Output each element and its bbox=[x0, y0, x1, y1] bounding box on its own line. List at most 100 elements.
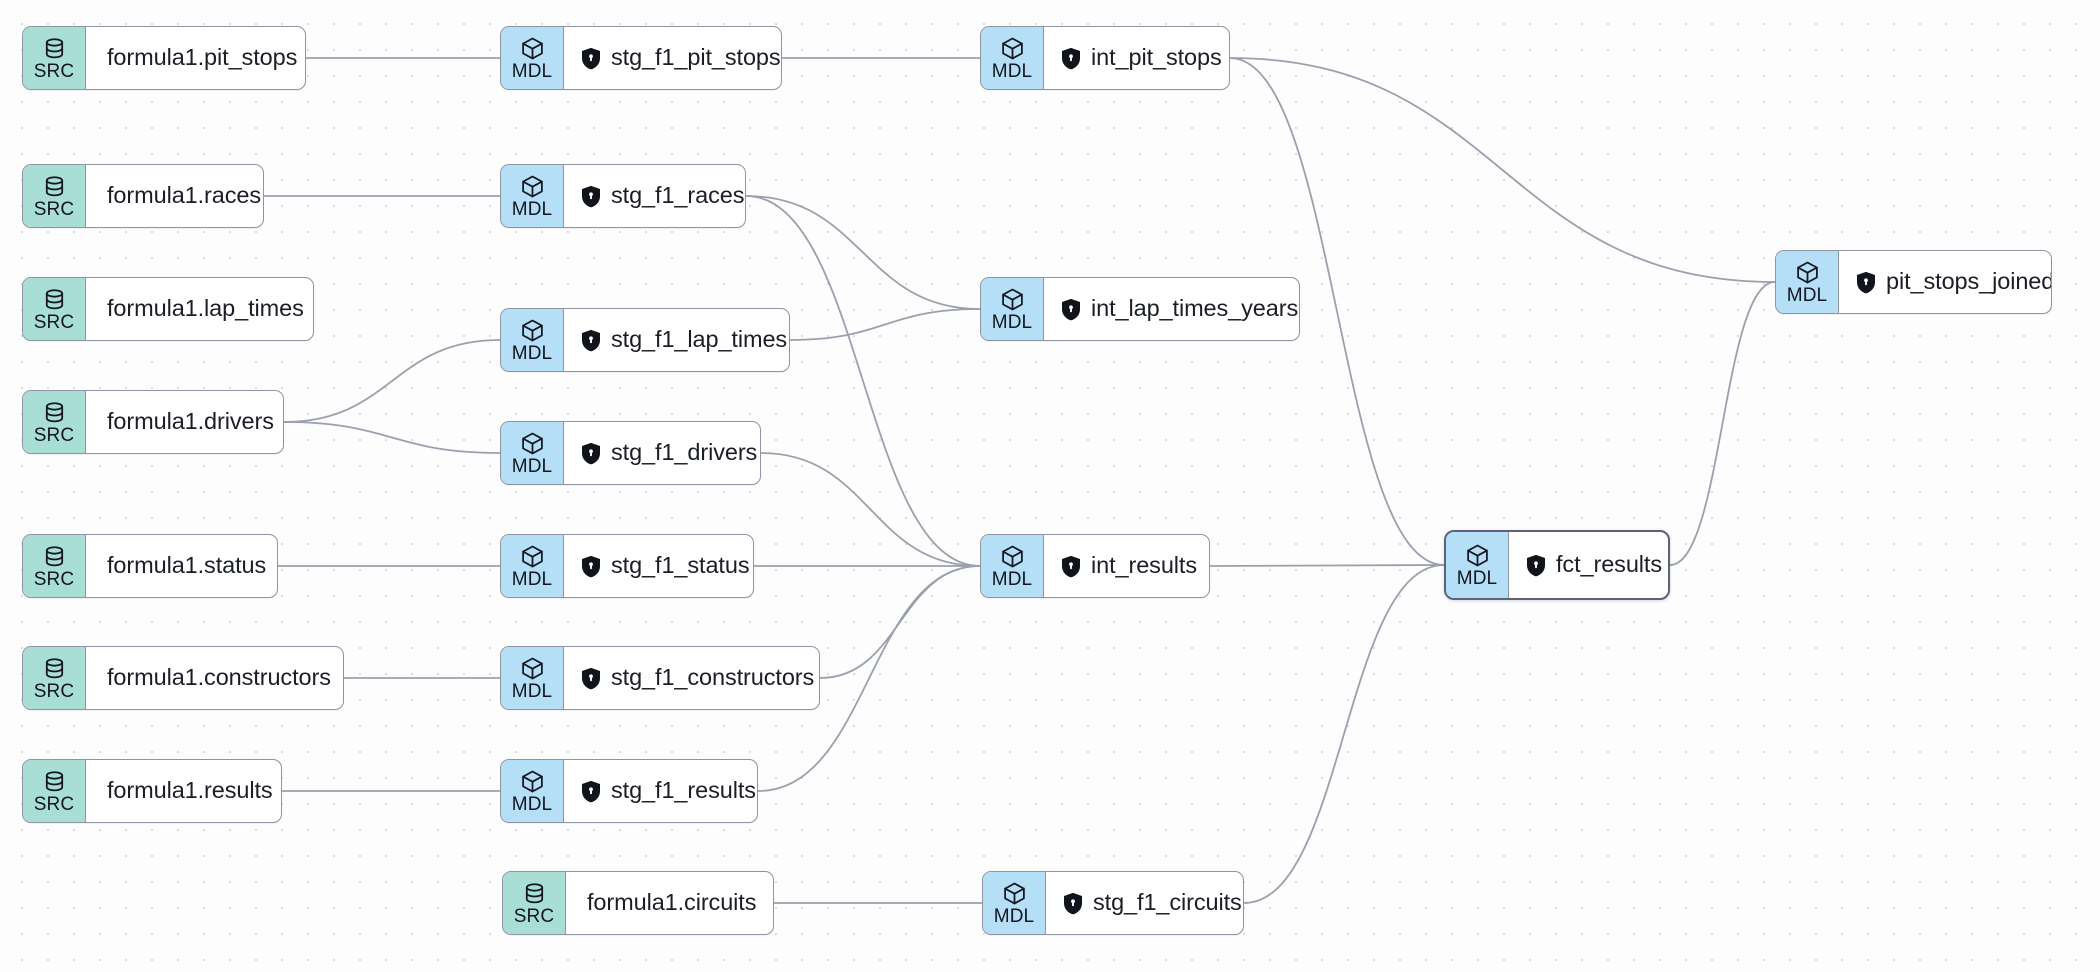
node-type-badge-mdl: MDL bbox=[501, 647, 564, 709]
cube-icon bbox=[520, 36, 545, 61]
shield-icon bbox=[581, 329, 601, 352]
node-body: stg_f1_constructors bbox=[564, 647, 819, 709]
shield-icon bbox=[1526, 554, 1546, 577]
shield-icon bbox=[581, 555, 601, 578]
edge-fct_results-to-pit_stops_joined bbox=[1669, 281, 1776, 566]
node-type-badge-mdl: MDL bbox=[1446, 532, 1509, 598]
node-body: formula1.status bbox=[86, 535, 277, 597]
node-type-badge-mdl: MDL bbox=[1776, 251, 1839, 313]
node-label-src_races: formula1.races bbox=[107, 182, 262, 209]
database-icon bbox=[42, 287, 67, 312]
shield-icon bbox=[581, 442, 601, 465]
lineage-node-stg_drivers[interactable]: MDL stg_f1_drivers bbox=[500, 421, 761, 485]
edge-src_drivers-to-stg_drivers bbox=[283, 421, 501, 454]
node-body: formula1.lap_times bbox=[86, 278, 313, 340]
node-type-badge-mdl: MDL bbox=[501, 535, 564, 597]
lineage-node-src_lap_times[interactable]: SRC formula1.lap_times bbox=[22, 277, 314, 341]
node-label-src_circuits: formula1.circuits bbox=[587, 889, 757, 916]
node-body: formula1.constructors bbox=[86, 647, 343, 709]
database-icon bbox=[42, 36, 67, 61]
lineage-node-stg_lap_times[interactable]: MDL stg_f1_lap_times bbox=[500, 308, 790, 372]
node-label-stg_drivers: stg_f1_drivers bbox=[611, 439, 758, 466]
node-body: stg_f1_drivers bbox=[564, 422, 760, 484]
cube-icon bbox=[520, 318, 545, 343]
lineage-node-src_drivers[interactable]: SRC formula1.drivers bbox=[22, 390, 284, 454]
lineage-node-int_pit_stops[interactable]: MDL int_pit_stops bbox=[980, 26, 1230, 90]
node-label-int_lap_times_years: int_lap_times_years bbox=[1091, 295, 1299, 322]
node-label-stg_circuits: stg_f1_circuits bbox=[1093, 889, 1242, 916]
node-body: formula1.drivers bbox=[86, 391, 283, 453]
node-type-badge-mdl: MDL bbox=[501, 309, 564, 371]
badge-label: MDL bbox=[1456, 568, 1498, 589]
lineage-node-fct_results[interactable]: MDL fct_results bbox=[1444, 530, 1670, 600]
shield-icon bbox=[581, 780, 601, 803]
edge-stg_lap_times-to-int_lap_times_years bbox=[789, 308, 981, 341]
badge-label: MDL bbox=[991, 61, 1033, 82]
node-body: stg_f1_races bbox=[564, 165, 745, 227]
lineage-node-src_constructors[interactable]: SRC formula1.constructors bbox=[22, 646, 344, 710]
badge-label: MDL bbox=[993, 906, 1035, 927]
database-icon bbox=[42, 400, 67, 425]
cube-icon bbox=[520, 431, 545, 456]
edge-int_results-to-fct_results bbox=[1209, 564, 1445, 567]
lineage-node-stg_races[interactable]: MDL stg_f1_races bbox=[500, 164, 746, 228]
node-type-badge-mdl: MDL bbox=[501, 27, 564, 89]
node-body: formula1.results bbox=[86, 760, 281, 822]
node-label-src_pit_stops: formula1.pit_stops bbox=[107, 44, 298, 71]
lineage-node-src_races[interactable]: SRC formula1.races bbox=[22, 164, 264, 228]
badge-label: MDL bbox=[991, 569, 1033, 590]
cube-icon bbox=[1465, 543, 1490, 568]
node-type-badge-mdl: MDL bbox=[983, 872, 1046, 934]
lineage-node-src_pit_stops[interactable]: SRC formula1.pit_stops bbox=[22, 26, 306, 90]
cube-icon bbox=[1795, 260, 1820, 285]
node-label-stg_constructors: stg_f1_constructors bbox=[611, 664, 815, 691]
badge-label: SRC bbox=[33, 61, 75, 82]
node-body: stg_f1_pit_stops bbox=[564, 27, 781, 89]
badge-label: MDL bbox=[511, 199, 553, 220]
node-body: int_pit_stops bbox=[1044, 27, 1229, 89]
badge-label: MDL bbox=[511, 456, 553, 477]
edge-stg_circuits-to-fct_results bbox=[1243, 564, 1445, 904]
node-label-int_results: int_results bbox=[1091, 552, 1198, 579]
lineage-node-int_results[interactable]: MDL int_results bbox=[980, 534, 1210, 598]
lineage-node-stg_circuits[interactable]: MDL stg_f1_circuits bbox=[982, 871, 1244, 935]
node-body: stg_f1_results bbox=[564, 760, 757, 822]
lineage-node-stg_pit_stops[interactable]: MDL stg_f1_pit_stops bbox=[500, 26, 782, 90]
shield-icon bbox=[1061, 47, 1081, 70]
node-type-badge-src: SRC bbox=[23, 391, 86, 453]
node-label-pit_stops_joined: pit_stops_joined bbox=[1886, 268, 2052, 295]
lineage-node-int_lap_times_years[interactable]: MDL int_lap_times_years bbox=[980, 277, 1300, 341]
node-type-badge-src: SRC bbox=[23, 278, 86, 340]
node-type-badge-mdl: MDL bbox=[981, 535, 1044, 597]
lineage-node-src_circuits[interactable]: SRC formula1.circuits bbox=[502, 871, 774, 935]
node-type-badge-mdl: MDL bbox=[981, 27, 1044, 89]
lineage-node-stg_constructors[interactable]: MDL stg_f1_constructors bbox=[500, 646, 820, 710]
node-label-src_status: formula1.status bbox=[107, 552, 267, 579]
node-label-stg_pit_stops: stg_f1_pit_stops bbox=[611, 44, 781, 71]
shield-icon bbox=[1061, 555, 1081, 578]
cube-icon bbox=[520, 544, 545, 569]
node-label-fct_results: fct_results bbox=[1556, 551, 1662, 578]
badge-label: SRC bbox=[33, 312, 75, 333]
badge-label: MDL bbox=[511, 569, 553, 590]
cube-icon bbox=[520, 174, 545, 199]
database-icon bbox=[42, 769, 67, 794]
node-body: int_results bbox=[1044, 535, 1209, 597]
node-type-badge-mdl: MDL bbox=[501, 422, 564, 484]
shield-icon bbox=[1063, 892, 1083, 915]
badge-label: MDL bbox=[991, 312, 1033, 333]
node-type-badge-src: SRC bbox=[23, 760, 86, 822]
lineage-node-src_status[interactable]: SRC formula1.status bbox=[22, 534, 278, 598]
lineage-node-stg_results[interactable]: MDL stg_f1_results bbox=[500, 759, 758, 823]
database-icon bbox=[522, 881, 547, 906]
lineage-node-src_results[interactable]: SRC formula1.results bbox=[22, 759, 282, 823]
node-body: stg_f1_status bbox=[564, 535, 753, 597]
badge-label: SRC bbox=[513, 906, 555, 927]
lineage-node-stg_status[interactable]: MDL stg_f1_status bbox=[500, 534, 754, 598]
database-icon bbox=[42, 656, 67, 681]
node-type-badge-mdl: MDL bbox=[981, 278, 1044, 340]
node-label-stg_lap_times: stg_f1_lap_times bbox=[611, 326, 788, 353]
node-type-badge-mdl: MDL bbox=[501, 760, 564, 822]
lineage-node-pit_stops_joined[interactable]: MDL pit_stops_joined bbox=[1775, 250, 2052, 314]
